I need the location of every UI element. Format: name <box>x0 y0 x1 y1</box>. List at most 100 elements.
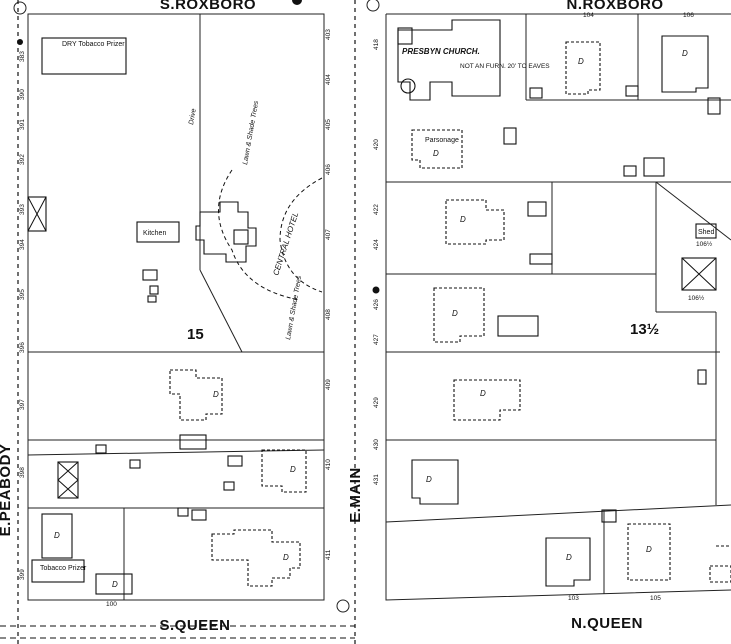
svg-text:106½: 106½ <box>688 294 705 302</box>
svg-text:396: 396 <box>19 342 26 353</box>
svg-text:D: D <box>452 309 458 318</box>
building-central-hotel: Kitchen CENTRAL HOTEL Drive Lawn & Shade… <box>136 100 323 341</box>
svg-text:422: 422 <box>373 204 380 215</box>
svg-text:CENTRAL HOTEL: CENTRAL HOTEL <box>271 211 300 277</box>
svg-text:404: 404 <box>325 74 332 85</box>
dwelling-left-2: D <box>261 449 307 493</box>
building-x-stack <box>57 461 79 499</box>
dwelling-left-1: D <box>169 369 223 421</box>
dwelling-right-7: D <box>545 537 591 587</box>
building-parsonage: Parsonage D <box>411 129 463 169</box>
svg-text:D: D <box>682 49 688 58</box>
svg-text:390: 390 <box>19 89 26 100</box>
svg-text:Drive: Drive <box>188 108 198 125</box>
dwelling-left-3: D <box>211 529 301 587</box>
svg-text:D: D <box>290 465 296 474</box>
svg-text:426: 426 <box>373 299 380 310</box>
svg-text:D: D <box>213 390 219 399</box>
dwelling-right-8: D <box>627 523 671 581</box>
svg-text:399: 399 <box>19 569 26 580</box>
building-presbyn-church: PRESBYN CHURCH. NOT AN FURN. 20' TO EAVE… <box>397 19 550 101</box>
svg-text:391: 391 <box>19 119 26 130</box>
block-15 <box>27 13 325 601</box>
svg-text:430: 430 <box>373 439 380 450</box>
house-numbers-left-west: 383 390 391 392 393 394 395 396 397 398 … <box>19 51 26 580</box>
svg-text:394: 394 <box>19 239 26 250</box>
street-label-n-roxboro: N.ROXBORO <box>566 0 663 13</box>
svg-text:383: 383 <box>19 51 26 62</box>
outbuildings-left <box>95 269 243 521</box>
dwelling-right-5: D <box>453 379 521 421</box>
svg-text:105: 105 <box>650 595 661 602</box>
dwelling-right-4: D <box>433 287 539 343</box>
svg-text:429: 429 <box>373 397 380 408</box>
block-number-left: 15 <box>187 326 204 343</box>
svg-text:D: D <box>54 531 60 540</box>
sheet-marker-icon <box>336 599 350 613</box>
building-dry-tobacco-prizer: DRY Tobacco Prizer <box>41 37 127 75</box>
svg-text:100: 100 <box>106 601 117 608</box>
hydrant-icon <box>372 286 380 294</box>
svg-text:418: 418 <box>373 39 380 50</box>
street-label-n-queen: N.QUEEN <box>571 615 643 632</box>
outbuildings-right <box>503 85 721 523</box>
svg-text:Tobacco Prizer: Tobacco Prizer <box>40 565 87 572</box>
svg-text:D: D <box>433 149 439 158</box>
svg-text:D: D <box>566 553 572 562</box>
svg-text:DRY Tobacco Prizer: DRY Tobacco Prizer <box>62 41 125 48</box>
block-number-right: 13½ <box>630 321 659 338</box>
svg-text:420: 420 <box>373 139 380 150</box>
svg-text:407: 407 <box>325 229 332 240</box>
svg-text:406: 406 <box>325 164 332 175</box>
svg-text:410: 410 <box>325 459 332 470</box>
svg-text:397: 397 <box>19 399 26 410</box>
svg-text:411: 411 <box>325 549 332 560</box>
svg-text:D: D <box>460 215 466 224</box>
svg-text:D: D <box>578 57 584 66</box>
svg-text:D: D <box>646 545 652 554</box>
svg-text:D: D <box>426 475 432 484</box>
svg-text:106½: 106½ <box>696 240 713 248</box>
dwelling-left-4: D <box>41 513 73 559</box>
svg-text:424: 424 <box>373 239 380 250</box>
house-numbers-right-west: 418 420 422 424 426 427 429 430 431 <box>373 39 380 485</box>
building-shed: Shed 106½ <box>695 223 717 248</box>
street-edges <box>0 0 356 644</box>
svg-text:393: 393 <box>19 204 26 215</box>
svg-text:392: 392 <box>19 154 26 165</box>
street-label-e-peabody: E.PEABODY <box>0 444 14 537</box>
svg-text:403: 403 <box>325 29 332 40</box>
svg-text:Kitchen: Kitchen <box>143 230 166 237</box>
svg-text:431: 431 <box>373 474 380 485</box>
sheet-marker-icon <box>13 1 27 15</box>
svg-text:103: 103 <box>568 595 579 602</box>
svg-text:PRESBYN CHURCH.: PRESBYN CHURCH. <box>402 47 480 56</box>
svg-text:D: D <box>480 389 486 398</box>
svg-text:Shed: Shed <box>698 229 714 236</box>
svg-text:395: 395 <box>19 289 26 300</box>
svg-text:Lawn & Shade Trees: Lawn & Shade Trees <box>242 100 260 166</box>
dwelling-right-edge <box>709 545 731 583</box>
svg-text:Lawn & Shade Trees: Lawn & Shade Trees <box>285 275 303 341</box>
dwelling-right-1: D <box>565 41 601 95</box>
dwelling-left-5: D <box>95 573 133 595</box>
svg-text:405: 405 <box>325 119 332 130</box>
house-numbers-top-bottom: 104 106 103 105 100 <box>106 12 694 608</box>
house-numbers-left-east: 403 404 405 406 407 408 409 410 411 <box>325 29 332 560</box>
dwelling-right-6: D <box>411 459 459 505</box>
building-small-x <box>27 196 47 232</box>
block-13-half <box>385 13 731 601</box>
svg-text:106: 106 <box>683 12 694 19</box>
street-label-s-roxboro: S.ROXBORO <box>160 0 256 13</box>
svg-text:398: 398 <box>19 467 26 478</box>
building-tobacco-prizer: Tobacco Prizer <box>31 559 87 583</box>
sheet-dot-icon <box>292 0 302 5</box>
sheet-marker-icon <box>366 0 380 12</box>
svg-text:NOT AN FURN. 20' TO EAVES: NOT AN FURN. 20' TO EAVES <box>460 63 550 70</box>
svg-text:D: D <box>283 553 289 562</box>
svg-text:408: 408 <box>325 309 332 320</box>
svg-text:D: D <box>112 580 118 589</box>
dwelling-right-2: D <box>661 35 709 93</box>
svg-text:427: 427 <box>373 334 380 345</box>
